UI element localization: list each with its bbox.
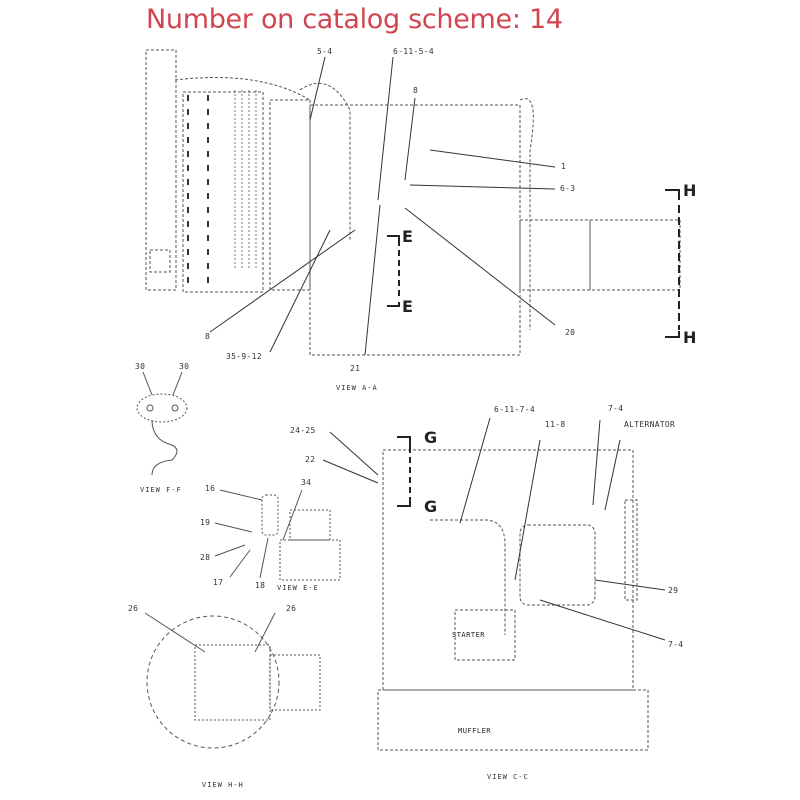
callout-26-right: 26 <box>286 604 297 613</box>
view-ff-label: VIEW F-F <box>140 486 182 494</box>
view-aa-drawing <box>145 49 681 356</box>
callout-26-left: 26 <box>128 604 139 613</box>
callout-30-left: 30 <box>135 362 146 371</box>
callout-34: 34 <box>301 478 312 487</box>
callout-8-top: 8 <box>413 86 419 95</box>
view-ee-drawing <box>214 489 341 581</box>
callout-28: 28 <box>200 553 211 562</box>
callout-6-11-7-4: 6-11-7-4 <box>494 405 535 414</box>
catalog-scheme-title: Number on catalog scheme: 14 <box>146 4 563 35</box>
callout-6-11-5-4: 6-11-5-4 <box>393 47 434 56</box>
view-aa-label: VIEW A-A <box>336 384 378 392</box>
callout-17: 17 <box>213 578 224 587</box>
view-cc-drawing <box>377 449 649 751</box>
callout-alternator: ALTERNATOR <box>624 420 676 429</box>
callout-11-8: 11-8 <box>545 420 566 429</box>
callout-22: 22 <box>305 455 316 464</box>
callout-16: 16 <box>205 484 216 493</box>
view-hh-drawing <box>144 612 321 749</box>
view-ee-label: VIEW E-E <box>277 584 319 592</box>
starter-label: STARTER <box>452 631 486 639</box>
section-mark-g-top: G <box>424 428 438 447</box>
view-ff-drawing <box>136 371 188 476</box>
section-mark-e-bottom: E <box>402 297 413 316</box>
section-mark-g-bottom: G <box>424 497 438 516</box>
callout-7-4-top: 7-4 <box>608 404 624 413</box>
callout-5-4: 5-4 <box>317 47 333 56</box>
section-mark-h-top: H <box>683 181 697 200</box>
callout-29: 29 <box>668 586 679 595</box>
callout-21: 21 <box>350 364 361 373</box>
callout-35-9-12: 35-9-12 <box>226 352 262 361</box>
section-mark-e-top: E <box>402 227 413 246</box>
callout-7-4-bottom: 7-4 <box>668 640 684 649</box>
callout-19: 19 <box>200 518 211 527</box>
muffler-label: MUFFLER <box>458 727 492 735</box>
callout-8-bottom: 8 <box>205 332 211 341</box>
callout-1: 1 <box>561 162 567 171</box>
view-cc-label: VIEW C-C <box>487 773 529 781</box>
callout-24-25: 24-25 <box>290 426 316 435</box>
callout-6-3: 6-3 <box>560 184 576 193</box>
callout-18: 18 <box>255 581 266 590</box>
view-hh-label: VIEW H-H <box>202 781 244 789</box>
callout-30-right: 30 <box>179 362 190 371</box>
section-mark-h-bottom: H <box>683 328 697 347</box>
callout-20: 20 <box>565 328 576 337</box>
